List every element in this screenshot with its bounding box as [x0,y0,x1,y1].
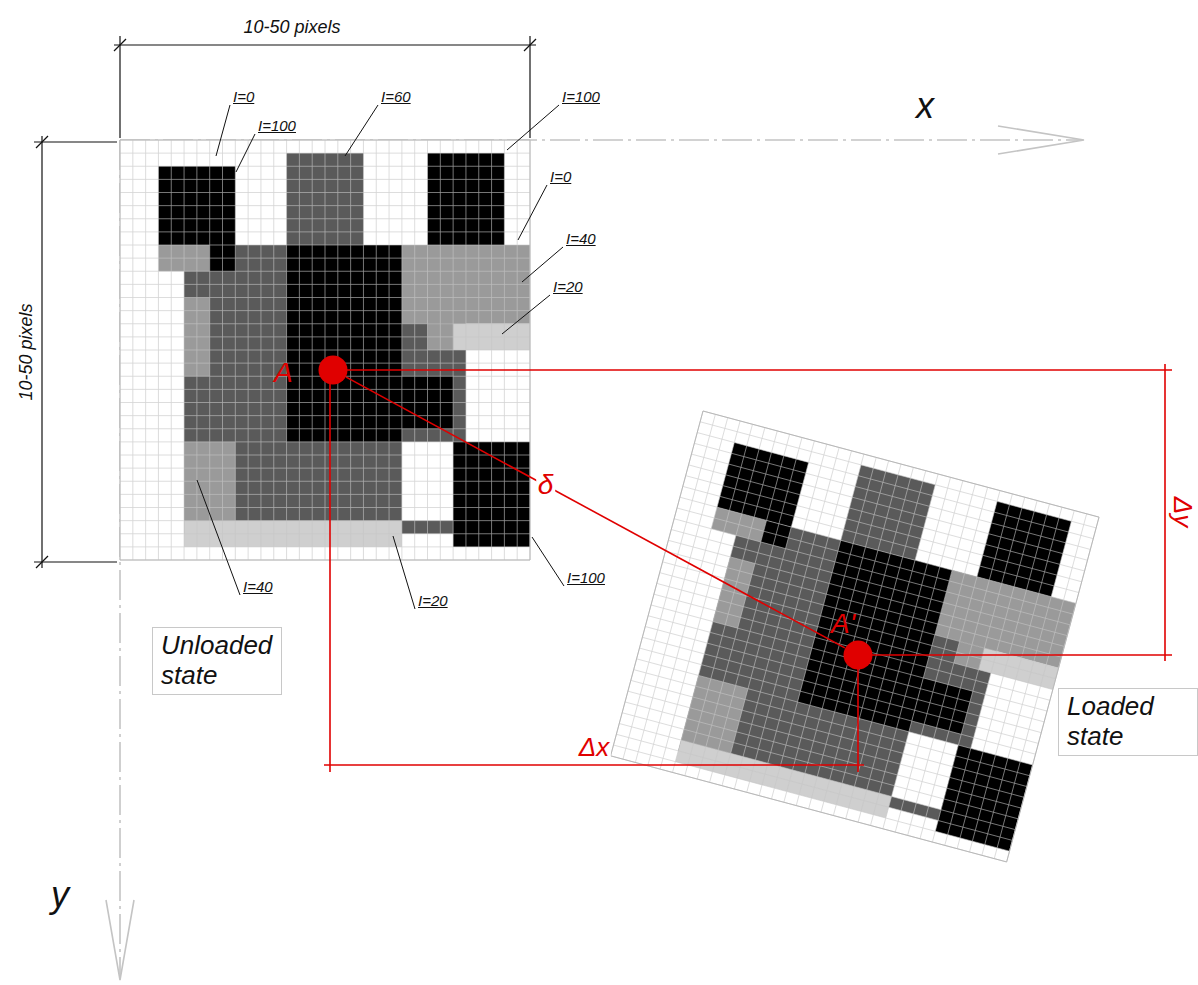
point-dot [318,355,348,385]
dimension-label: 10-50 pixels [17,303,35,400]
grid-border [611,411,1099,862]
dimension-label: 10-50 pixels [243,18,340,36]
unloaded-pixel-grid [120,140,530,560]
displacement-dimensions [324,364,1172,772]
state-label: Loaded state [1067,692,1154,752]
leader-line [518,185,547,240]
intensity-callout: I=0 [550,169,571,184]
state-box: Loaded state [1058,688,1198,756]
leader-line [216,105,230,156]
pixel-lines [611,411,1099,862]
point-dot [843,640,873,670]
point-dot [844,641,873,670]
intensity-callout: I=100 [258,118,296,133]
leader-line [197,480,240,595]
displacement-label: Δy [1170,495,1196,529]
leader-line [393,536,415,609]
leader-line [507,105,559,150]
state-label: Unloaded state [161,631,272,691]
x-axis-arrow [998,126,1084,154]
intensity-callout: I=100 [562,89,600,104]
leader-line [345,105,378,156]
displacement-label: δ [536,471,556,499]
point-dot [319,356,348,385]
axis-label: y [51,877,69,913]
intensity-callout: I=40 [566,231,596,246]
height-dimension [34,136,117,568]
grid-border [120,140,530,560]
leader-line [532,537,564,586]
axis-label: x [916,88,934,124]
width-dimension [114,36,536,138]
point-marker: A' [843,640,873,670]
intensity-callout: I=60 [381,89,411,104]
displacement-label: Δx [577,734,611,760]
leader-lines [197,105,564,609]
intensity-callout: I=0 [233,89,254,104]
loaded-pixel-grid [611,411,1099,862]
point-marker: A [318,355,348,385]
grid-ground [611,411,1099,862]
state-box: Unloaded state [152,627,282,695]
pixel-block [287,245,402,442]
grid-ground [120,140,530,560]
intensity-callout: I=40 [243,579,273,594]
intensity-callout: I=100 [567,570,605,585]
y-axis-arrow [106,900,134,980]
point-label: A [274,359,293,387]
leader-line [236,134,255,172]
leader-line [502,295,550,334]
leader-line [522,247,563,282]
pixel-lines [120,140,530,560]
intensity-callout: I=20 [418,593,448,608]
displacement-vector [346,377,845,648]
intensity-callout: I=20 [553,279,583,294]
point-label: A' [831,610,855,638]
